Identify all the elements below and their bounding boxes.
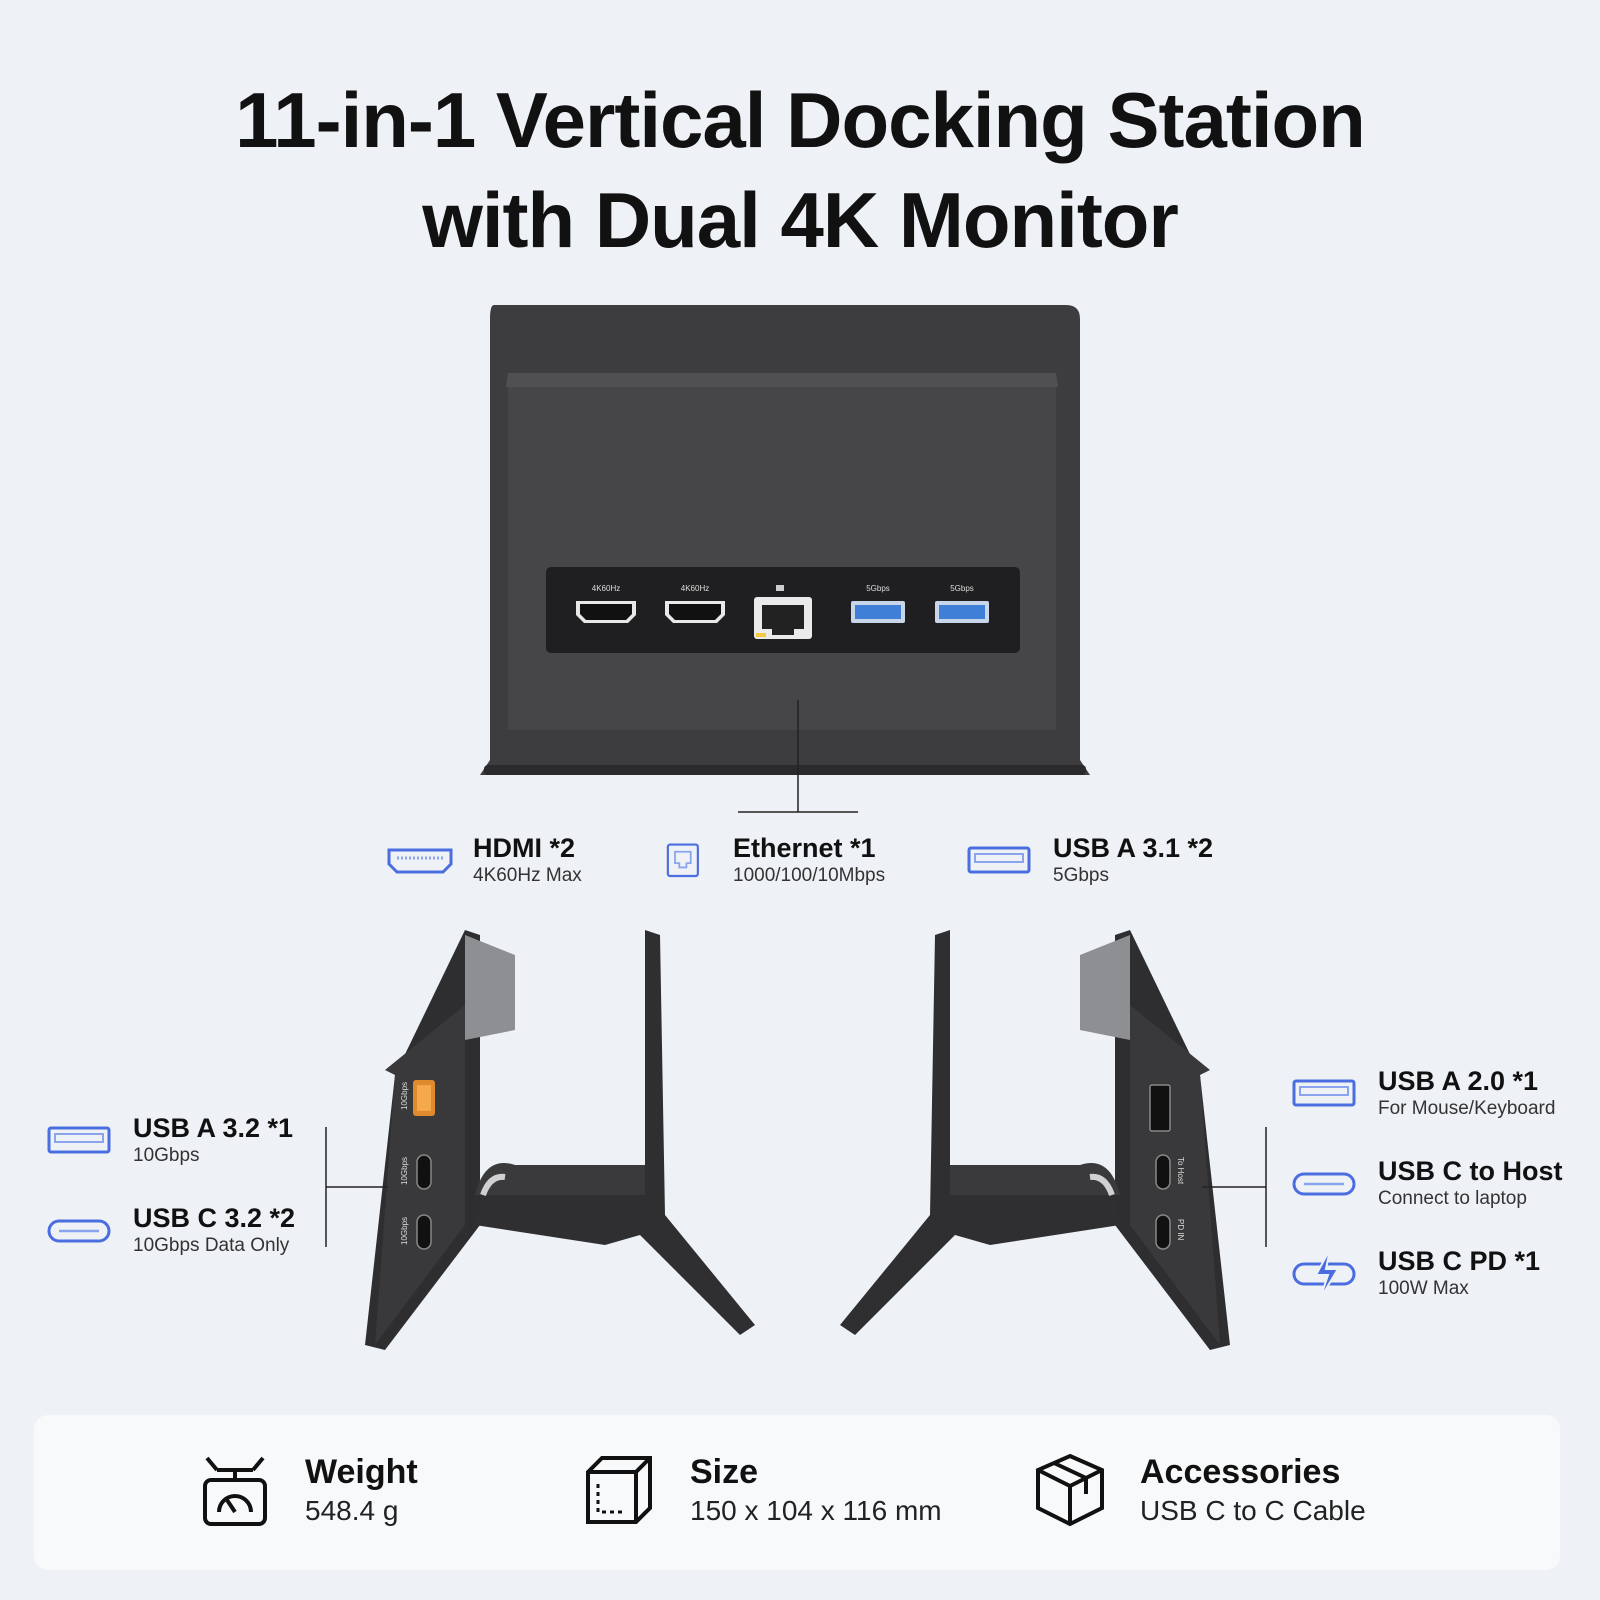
hdmi1-port-label: 4K60Hz [592,584,620,593]
feature-usb-c-to-host-subtitle: Connect to laptop [1378,1188,1527,1209]
feature-usb-a-31: USB A 3.1 *2 5Gbps [965,832,1213,888]
usb-a-icon [47,1126,111,1154]
spec-weight: Weight 548.4 g [195,1450,418,1530]
usb2-port-label: 5Gbps [950,584,974,593]
feature-usb-a-20-subtitle: For Mouse/Keyboard [1378,1098,1556,1119]
front-callout-line [738,700,858,813]
hdmi2-port-label: 4K60Hz [681,584,709,593]
left-callout-line [325,1127,388,1247]
feature-usb-c-pd-subtitle: 100W Max [1378,1278,1469,1299]
feature-usb-c-pd: USB C PD *1 100W Max [1290,1245,1540,1301]
usb-a-port-2: 5Gbps [935,584,989,623]
feature-usb-c-pd-title: USB C PD *1 [1378,1246,1541,1276]
spec-size: Size 150 x 104 x 116 mm [580,1450,942,1530]
usb-c-icon [47,1219,111,1243]
feature-usb-a-32: USB A 3.2 *1 10Gbps [45,1112,293,1168]
spec-size-title: Size [690,1453,759,1491]
right-callout-line [1202,1127,1267,1247]
feature-usb-c-to-host: USB C to Host Connect to laptop [1290,1155,1563,1211]
dock-left-side-view: 10Gbps 10Gbps 10Gbps [365,930,755,1350]
box-dimension-icon [586,1456,652,1524]
spec-size-value: 150 x 104 x 116 mm [690,1495,942,1526]
feature-usb-a-20: USB A 2.0 *1 For Mouse/Keyboard [1290,1065,1555,1121]
usb-c-icon [1292,1172,1356,1196]
spec-accessories-value: USB C to C Cable [1140,1495,1366,1526]
feature-ethernet-subtitle: 1000/100/10Mbps [733,865,886,886]
feature-usb-c-to-host-title: USB C to Host [1378,1156,1563,1186]
hdmi-port-1: 4K60Hz [576,584,636,623]
feature-ethernet-title: Ethernet *1 [733,833,876,863]
usb-a-icon [967,846,1031,874]
dock-right-side-view: To Host PD IN [840,930,1230,1350]
usb-a-port-1: 5Gbps [851,584,905,623]
usb1-port-label: 5Gbps [866,584,890,593]
feature-hdmi-title: HDMI *2 [473,833,576,863]
spec-accessories-title: Accessories [1140,1453,1341,1491]
ethernet-icon [666,843,699,878]
hdmi-port-2: 4K60Hz [665,584,725,623]
feature-ethernet: Ethernet *1 1000/100/10Mbps [665,832,885,888]
dock-front-view: 4K60Hz 4K60Hz 5Gbps 5Gbps [480,305,1090,775]
right-port-label-pd-in: PD IN [1176,1219,1185,1241]
feature-usb-c-32-subtitle: 10Gbps Data Only [133,1235,290,1256]
spec-weight-value: 548.4 g [305,1495,399,1526]
ethernet-port [754,585,812,639]
spec-weight-title: Weight [305,1453,418,1491]
feature-usb-a-31-subtitle: 5Gbps [1053,865,1109,886]
feature-hdmi-subtitle: 4K60Hz Max [473,865,582,886]
left-port-label-1: 10Gbps [400,1082,409,1110]
right-port-label-to-host: To Host [1176,1157,1185,1185]
feature-usb-a-32-subtitle: 10Gbps [133,1145,200,1166]
package-icon [1036,1453,1104,1527]
usb-c-pd-icon [1292,1249,1356,1299]
feature-usb-c-32: USB C 3.2 *2 10Gbps Data Only [45,1202,295,1258]
feature-usb-a-31-title: USB A 3.1 *2 [1053,833,1214,863]
feature-usb-c-32-title: USB C 3.2 *2 [133,1203,296,1233]
scale-icon [203,1456,267,1526]
usb-a-icon [1292,1079,1356,1107]
title-line-1: 11-in-1 Vertical Docking Station [235,76,1366,164]
feature-hdmi: HDMI *2 4K60Hz Max [385,832,582,888]
hdmi-icon [387,848,453,874]
title-line-2: with Dual 4K Monitor [422,176,1179,264]
left-port-label-2: 10Gbps [400,1157,409,1185]
page-title: 11-in-1 Vertical Docking Station with Du… [0,70,1600,270]
spec-bar [34,1415,1560,1570]
feature-usb-a-32-title: USB A 3.2 *1 [133,1113,294,1143]
spec-accessories: Accessories USB C to C Cable [1030,1450,1366,1530]
feature-usb-a-20-title: USB A 2.0 *1 [1378,1066,1539,1096]
left-port-label-3: 10Gbps [400,1217,409,1245]
